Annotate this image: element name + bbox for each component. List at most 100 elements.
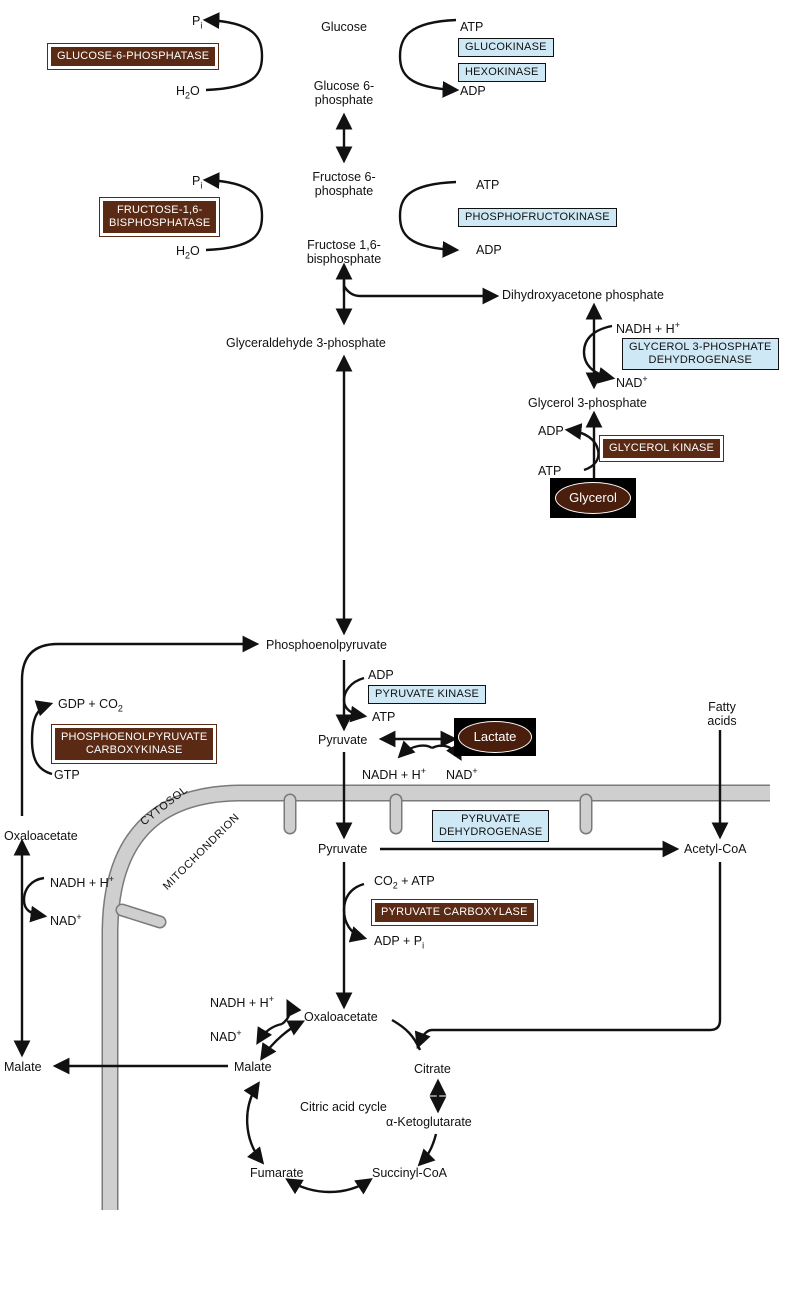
co2-atp-tail: + ATP <box>397 874 435 888</box>
atp-label-2: ATP <box>476 178 500 192</box>
acetyl-coa-label: Acetyl-CoA <box>684 842 747 856</box>
arrow-succinylcoa-fumarate <box>285 1178 373 1195</box>
pi-label-2-sub: i <box>200 180 203 191</box>
glycerol-3-phosphate-dehydrogenase-enzyme: GLYCEROL 3-PHOSPHATE DEHYDROGENASE <box>622 338 779 370</box>
nadh-label-3: NADH + H+ <box>50 872 114 890</box>
glyceraldehyde-3-phosphate-label: Glyceraldehyde 3-phosphate <box>226 336 386 350</box>
arrow-oaa-citrate <box>391 1018 422 1051</box>
pyruvate-cytosol-label: Pyruvate <box>318 733 368 747</box>
fructose-1-6-bisphosphate-label: Fructose 1,6- bisphosphate <box>306 238 382 266</box>
pi-label-1-text: P <box>192 14 201 28</box>
atp-label-1: ATP <box>460 20 484 34</box>
adp-pi-text: ADP + P <box>374 934 423 948</box>
arrow-malate-oaa <box>260 1020 306 1061</box>
co2-atp-label: CO2 + ATP <box>374 874 435 893</box>
nad-label-4: NAD+ <box>210 1026 242 1044</box>
pepck-enzyme: PHOSPHOENOLPYRUVATE CARBOXYKINASE <box>50 724 218 764</box>
pi-label-1: Pi <box>192 14 202 33</box>
lactate-box: Lactate <box>454 718 536 756</box>
alpha-ketoglutarate-label: α-Ketoglutarate <box>386 1115 472 1129</box>
co2-atp-sub: 2 <box>392 880 398 891</box>
pyruvate-dehydrogenase-enzyme: PYRUVATE DEHYDROGENASE <box>432 810 550 842</box>
oxaloacetate-mitochondrion-label: Oxaloacetate <box>304 1010 378 1024</box>
glucose-6-phosphate-label: Glucose 6- phosphate <box>313 79 375 107</box>
co2-atp-text: CO <box>374 874 393 888</box>
glycerol-box: Glycerol <box>550 478 636 518</box>
pyruvate-carboxylase-enzyme: PYRUVATE CARBOXYLASE <box>371 899 538 926</box>
nadh-label-4-text: NADH + H <box>210 996 269 1011</box>
fatty-acids-label: Fatty acids <box>707 700 737 728</box>
h2o-label-2: H2O <box>176 244 200 263</box>
pi-label-1-sub: i <box>200 20 203 31</box>
nad-label-4-sup: + <box>236 1028 242 1038</box>
adp-label-1: ADP <box>460 84 486 98</box>
h2o-label-2-sub: 2 <box>185 250 191 261</box>
arrow-pfk <box>398 180 460 258</box>
arrow-g6pase <box>202 12 264 92</box>
arrow-fumarate-malate <box>243 1081 265 1165</box>
mitochondrial-membrane <box>101 784 770 1210</box>
arrow-pepck <box>20 635 260 816</box>
glycerol-kinase-enzyme: GLYCEROL KINASE <box>598 435 725 462</box>
adp-label-4: ADP <box>368 668 394 682</box>
hexokinase-enzyme: HEXOKINASE <box>458 63 546 82</box>
h2o-label-2-o: O <box>190 244 200 258</box>
glycerol-oval: Glycerol <box>555 482 631 514</box>
adp-label-3: ADP <box>538 424 564 438</box>
nadh-label-1: NADH + H+ <box>616 318 680 336</box>
malate-cytosol-label: Malate <box>4 1060 42 1074</box>
nadh-label-2: NADH + H+ <box>362 764 426 782</box>
fructose-1-6-bisphosphatase-enzyme: FRUCTOSE-1,6- BISPHOSPHATASE <box>98 197 221 237</box>
nad-label-1-sup: + <box>642 374 648 384</box>
nad-label-3-sup: + <box>76 912 82 922</box>
h2o-label-1-h: H <box>176 84 186 98</box>
nad-label-2-text: NAD <box>446 768 473 783</box>
glucose-label: Glucose <box>321 20 367 34</box>
glucokinase-enzyme: GLUCOKINASE <box>458 38 554 57</box>
adp-pi-sub: i <box>422 940 425 951</box>
gtp-label: GTP <box>54 768 80 782</box>
nadh-label-1-sup: + <box>674 320 680 330</box>
arrow-fbpase <box>202 172 264 252</box>
h2o-label-1-o: O <box>190 84 200 98</box>
atp-label-4: ATP <box>372 710 396 724</box>
lactate-oval: Lactate <box>458 721 532 753</box>
arrow-hexokinase <box>398 18 460 98</box>
malate-mitochondrion-label: Malate <box>234 1060 272 1074</box>
fumarate-label: Fumarate <box>250 1166 304 1180</box>
nadh-label-4-sup: + <box>268 994 274 1004</box>
arrow-g3pdh <box>582 324 616 384</box>
arrow-dhap <box>342 285 500 305</box>
nad-label-1: NAD+ <box>616 372 648 390</box>
arrow-pyruvate-kinase <box>342 676 368 723</box>
nad-label-4-text: NAD <box>210 1030 237 1045</box>
nad-label-2: NAD+ <box>446 764 478 782</box>
gdp-co2-sub: 2 <box>117 703 123 714</box>
adp-pi-label: ADP + Pi <box>374 934 424 953</box>
succinyl-coa-label: Succinyl-CoA <box>372 1166 448 1180</box>
nadh-label-4: NADH + H+ <box>210 992 274 1010</box>
gdp-co2-text: GDP + CO <box>58 697 118 711</box>
adp-label-2: ADP <box>476 243 502 257</box>
h2o-label-1: H2O <box>176 84 200 103</box>
pi-label-2-text: P <box>192 174 201 188</box>
pyruvate-kinase-enzyme: PYRUVATE KINASE <box>368 685 487 704</box>
arrow-akg-succinylcoa <box>417 1133 438 1167</box>
nad-label-2-sup: + <box>472 766 478 776</box>
oxaloacetate-cytosol-label: Oxaloacetate <box>4 829 78 843</box>
nadh-label-2-sup: + <box>420 766 426 776</box>
pyruvate-mitochondrion-label: Pyruvate <box>318 842 368 856</box>
nad-label-3: NAD+ <box>50 910 82 928</box>
nadh-label-3-sup: + <box>108 874 114 884</box>
pi-label-2: Pi <box>192 174 202 193</box>
atp-label-3: ATP <box>538 464 562 478</box>
glycerol-3-phosphate-label: Glycerol 3-phosphate <box>528 396 647 410</box>
nadh-label-1-text: NADH + H <box>616 322 675 337</box>
nadh-label-2-text: NADH + H <box>362 768 421 783</box>
nad-label-1-text: NAD <box>616 376 643 391</box>
arrow-acetylcoa-citrate <box>414 862 722 1050</box>
dhap-label: Dihydroxyacetone phosphate <box>502 288 664 302</box>
gdp-co2-label: GDP + CO2 <box>58 697 123 716</box>
phosphofructokinase-enzyme: PHOSPHOFRUCTOKINASE <box>458 208 617 227</box>
